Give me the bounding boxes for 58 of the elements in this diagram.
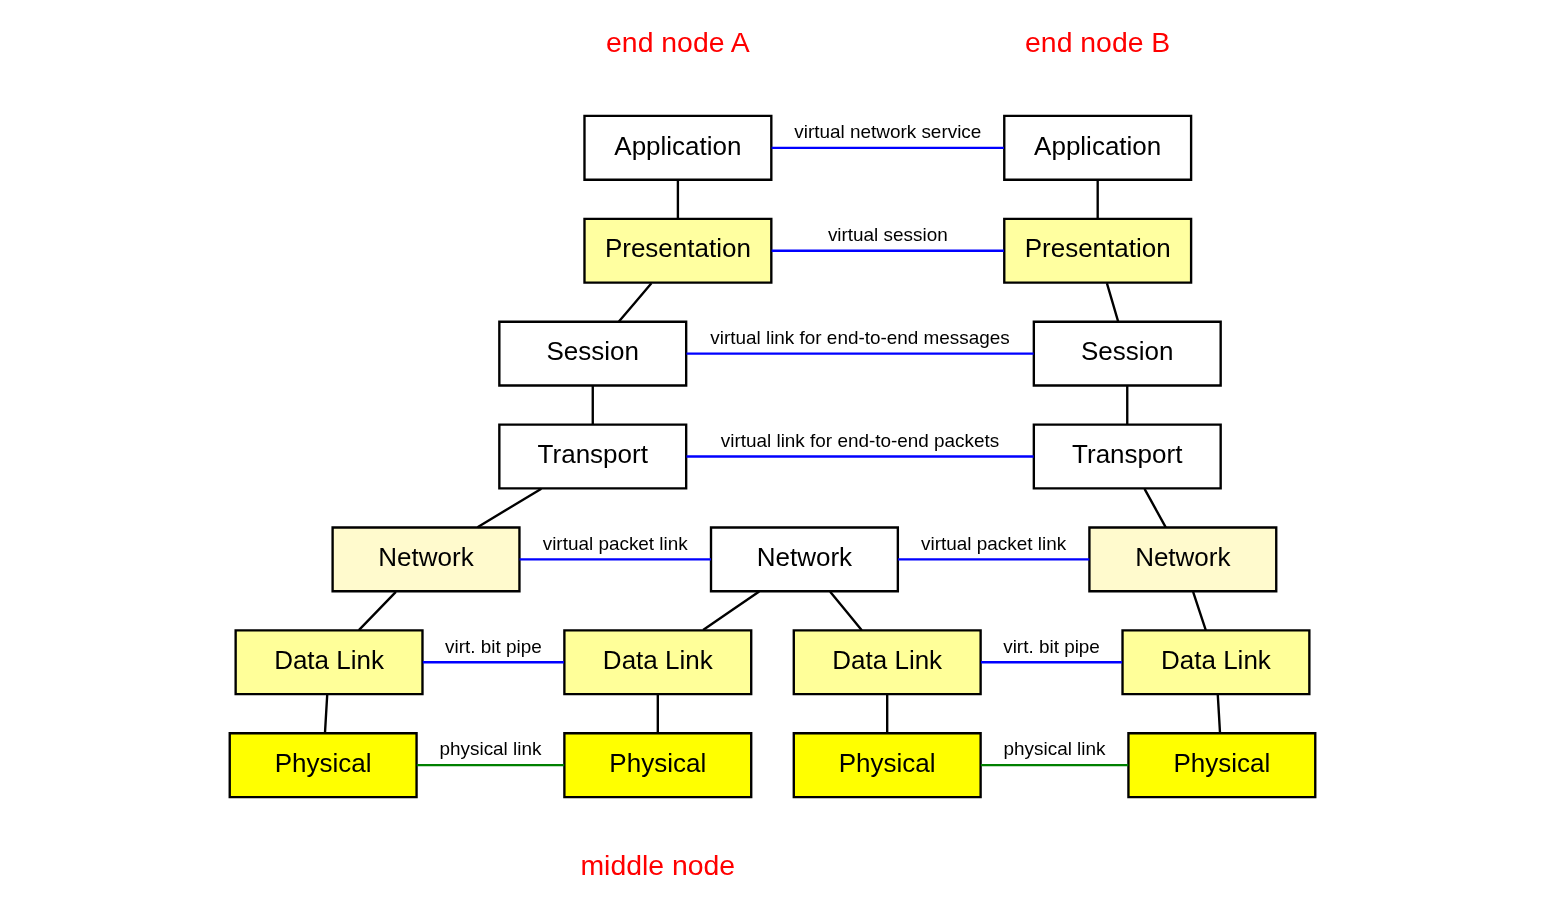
node-box: Transport [1032, 423, 1222, 490]
edge-label: physical link [1003, 738, 1106, 760]
connector [829, 591, 863, 631]
node-box: Physical [1127, 732, 1317, 799]
edge-label: virtual link for end-to-end packets [720, 429, 1000, 451]
connector [1126, 386, 1129, 425]
connector [519, 558, 711, 561]
edge-label: virt. bit pipe [1003, 635, 1100, 657]
edge-label: virtual session [827, 224, 948, 246]
label: middle node [580, 849, 736, 882]
node-box: Network [709, 526, 900, 593]
node-box: Presentation [1003, 217, 1193, 284]
connector [980, 661, 1123, 664]
node-box: Application [583, 114, 773, 181]
connector [323, 694, 329, 734]
edge-label: virtual link for end-to-end messages [710, 326, 1010, 348]
connector [1192, 591, 1207, 631]
node-box: Physical [792, 732, 982, 799]
connector [591, 386, 594, 425]
node-box: Network [331, 526, 521, 593]
connector [476, 487, 542, 529]
connector [686, 352, 1034, 355]
node-box: Data Link [563, 629, 753, 696]
connector [980, 763, 1129, 767]
edge-label: virtual packet link [542, 532, 688, 554]
node-box: Application [1003, 114, 1193, 181]
label: end node B [1025, 26, 1171, 59]
connector [1096, 180, 1099, 219]
node-box: Session [498, 320, 688, 387]
connector [771, 249, 1004, 252]
connector [656, 694, 659, 734]
node-box: Physical [228, 732, 418, 799]
connector [702, 590, 760, 631]
node-box: Presentation [583, 217, 773, 284]
connector [897, 558, 1090, 561]
connector [1105, 282, 1120, 322]
node-box: Session [1032, 320, 1222, 387]
connector [886, 694, 889, 734]
node-box: Data Link [792, 629, 982, 696]
edge-label: virtual packet link [921, 532, 1067, 554]
connector [416, 763, 565, 767]
node-box: Data Link [1121, 629, 1311, 696]
connector [422, 661, 564, 664]
label: end node A [606, 26, 750, 59]
connector [686, 455, 1034, 458]
connector [771, 146, 1004, 150]
node-box: Physical [563, 732, 753, 799]
connector [618, 282, 653, 323]
edge-label: physical link [439, 738, 542, 760]
node-box: Transport [498, 423, 688, 490]
node-box: Network [1088, 526, 1278, 593]
connector [1216, 694, 1222, 734]
node-box: Data Link [234, 629, 424, 696]
connector [1143, 488, 1167, 528]
connector [358, 591, 397, 631]
edge-label: virt. bit pipe [445, 635, 542, 657]
connector [676, 180, 680, 219]
edge-label: virtual network service [794, 121, 982, 143]
